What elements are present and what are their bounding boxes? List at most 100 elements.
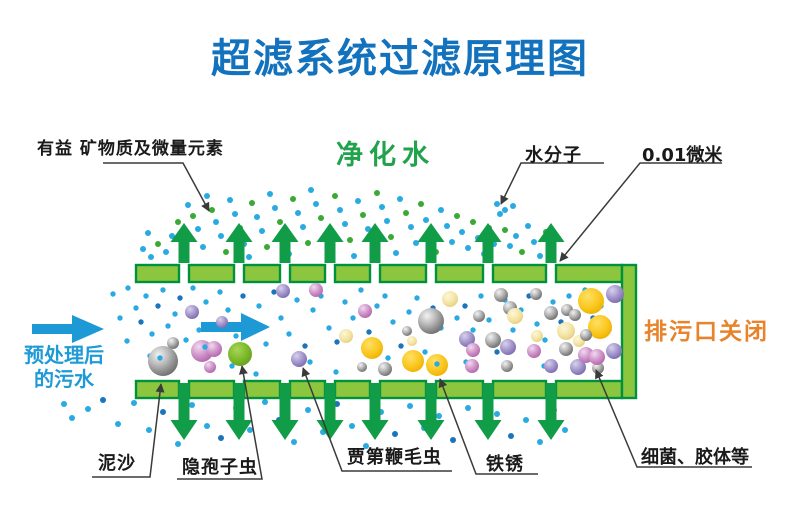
membrane-segment xyxy=(378,379,428,400)
water-dot xyxy=(318,215,324,221)
water-dot xyxy=(438,207,444,213)
water-dot xyxy=(233,333,239,339)
water-dot xyxy=(183,337,189,343)
label-feed-water: 预处理后 的污水 xyxy=(10,343,118,392)
water-dot xyxy=(202,344,208,350)
water-dot xyxy=(494,201,500,207)
particle-pu xyxy=(500,339,516,355)
membrane-segment xyxy=(434,263,485,284)
water-dot xyxy=(138,319,144,325)
water-dot xyxy=(374,303,380,309)
label-rust: 铁锈 xyxy=(486,454,524,475)
particle-py xyxy=(507,308,523,324)
membrane-segment xyxy=(378,263,428,284)
particle-gy xyxy=(485,332,501,348)
water-dot xyxy=(189,402,195,408)
water-dot xyxy=(302,343,308,349)
water-dot xyxy=(434,361,440,367)
water-dot xyxy=(308,187,314,193)
water-dot xyxy=(305,240,311,246)
water-dot xyxy=(272,205,278,211)
water-dot xyxy=(507,243,513,249)
particle-gy xyxy=(559,342,573,356)
particle-ye xyxy=(402,350,424,372)
membrane-segment xyxy=(554,379,624,400)
particle-pu xyxy=(185,305,199,319)
water-dot xyxy=(125,285,131,291)
particle-or xyxy=(206,341,222,357)
water-dot xyxy=(363,443,369,449)
water-dot xyxy=(374,190,380,196)
down-arrow xyxy=(474,383,502,440)
membrane-segment xyxy=(434,379,485,400)
water-dot xyxy=(213,219,219,225)
water-dot xyxy=(537,253,543,259)
particle-pu xyxy=(459,331,475,347)
particle-or xyxy=(358,304,372,318)
water-dot xyxy=(531,239,537,245)
water-dot xyxy=(131,400,137,406)
down-arrow xyxy=(316,383,344,440)
water-dot xyxy=(422,349,428,355)
water-dot xyxy=(263,341,269,347)
water-dot xyxy=(271,289,277,295)
particle-pu xyxy=(570,359,586,375)
water-dot xyxy=(160,409,166,415)
particle-or xyxy=(466,343,480,357)
water-dot xyxy=(254,214,260,220)
water-dot xyxy=(267,191,273,197)
water-dot xyxy=(253,371,259,377)
particle-gy xyxy=(473,310,485,322)
water-dot xyxy=(155,241,161,247)
water-dot xyxy=(403,210,409,216)
water-dot xyxy=(513,233,519,239)
water-dot xyxy=(229,363,235,369)
membrane-segment xyxy=(333,263,372,284)
water-dot xyxy=(397,196,403,202)
down-arrow xyxy=(361,383,389,440)
water-dot xyxy=(223,249,229,255)
water-dot xyxy=(470,219,476,225)
up-arrow xyxy=(316,223,344,263)
water-dot xyxy=(146,427,152,433)
water-dot xyxy=(259,228,265,234)
water-dot xyxy=(534,321,540,327)
water-dot xyxy=(342,299,348,305)
water-dot xyxy=(459,229,465,235)
up-arrow xyxy=(170,223,198,263)
leader-pore_size xyxy=(559,162,722,262)
membrane-segment xyxy=(134,379,181,400)
water-dot xyxy=(232,211,238,217)
particle-gy xyxy=(402,326,412,336)
water-dot xyxy=(249,200,255,206)
leader-minerals xyxy=(103,162,210,212)
water-dot xyxy=(291,439,297,445)
water-dot xyxy=(436,413,442,419)
water-dot xyxy=(360,212,366,218)
water-dot xyxy=(145,230,151,236)
water-dot xyxy=(204,423,210,429)
water-dot xyxy=(382,293,388,299)
particle-pu xyxy=(606,285,624,303)
water-dot xyxy=(277,219,283,225)
water-dot xyxy=(313,201,319,207)
water-dot xyxy=(407,403,413,409)
water-dot xyxy=(278,315,284,321)
water-dot xyxy=(117,315,123,321)
water-dot xyxy=(366,329,372,335)
membrane-segment xyxy=(491,379,548,400)
water-dot xyxy=(133,305,139,311)
water-dot xyxy=(195,226,201,232)
water-dot xyxy=(349,423,355,429)
water-dot xyxy=(196,327,202,333)
water-dot xyxy=(408,224,414,230)
water-dot xyxy=(388,234,394,240)
water-dot xyxy=(398,343,404,349)
membrane-segment xyxy=(491,263,548,284)
particle-pu xyxy=(606,343,622,359)
water-dot xyxy=(502,227,508,233)
water-dot xyxy=(449,239,455,245)
water-dot xyxy=(155,303,161,309)
particle-pu xyxy=(276,284,290,298)
particle-gy xyxy=(544,306,558,320)
